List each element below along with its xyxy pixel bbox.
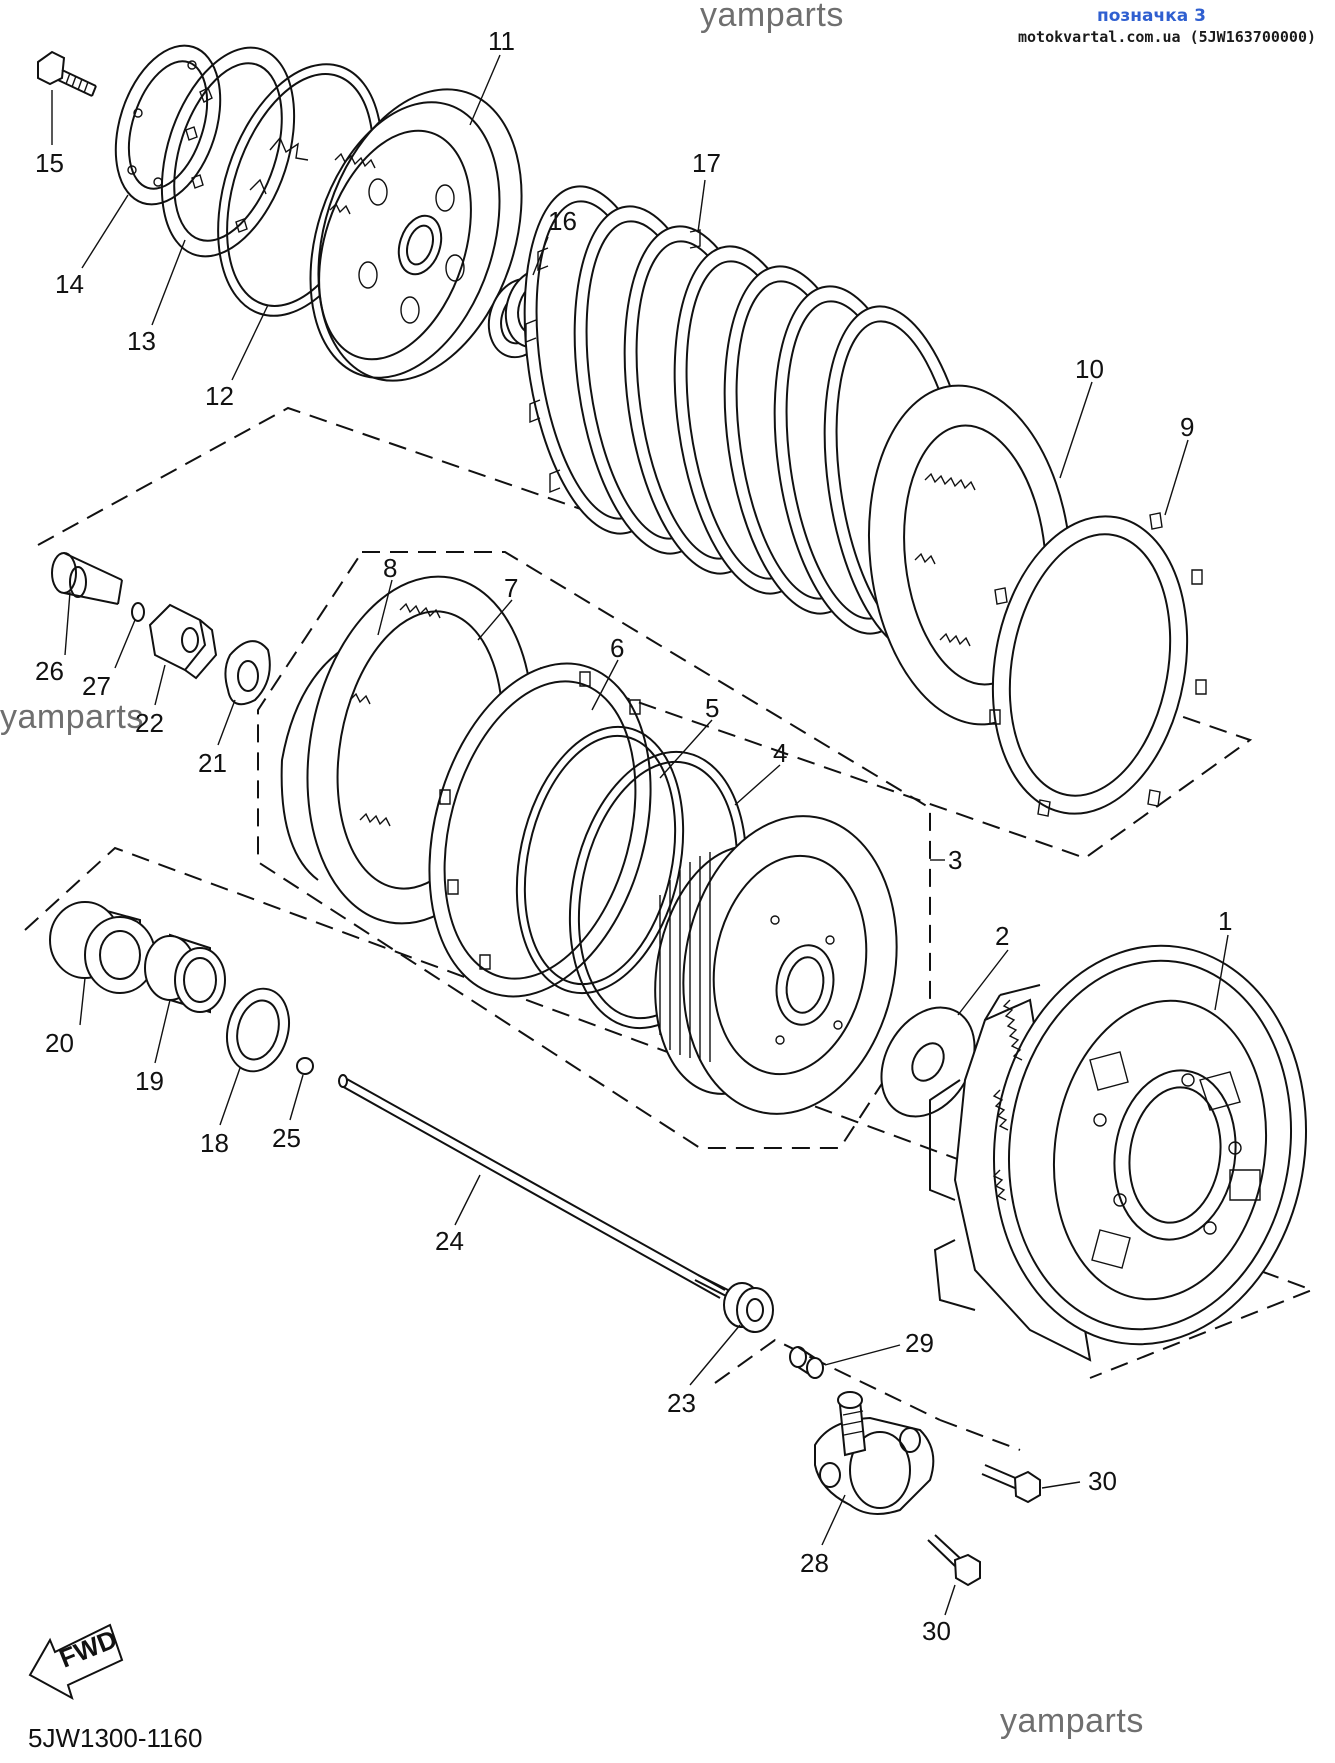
callout-21: 21 — [198, 748, 227, 778]
callout-25: 25 — [272, 1123, 301, 1153]
bolt-part-26 — [51, 552, 123, 605]
release-lever-part-28 — [814, 1391, 935, 1515]
sleeve-part-19 — [144, 933, 226, 1014]
plate-part-13 — [160, 46, 296, 258]
clutch-housing-part-1 — [929, 944, 1307, 1362]
fwd-arrow: FWD — [28, 1624, 124, 1701]
diagram-code: 5JW1300-1160 — [28, 1723, 203, 1753]
bush-part-23 — [723, 1282, 774, 1333]
callout-15: 15 — [35, 148, 64, 178]
callout-5: 5 — [705, 693, 719, 723]
assembly-frame-upper — [37, 406, 1253, 860]
plate-part-14 — [114, 44, 222, 206]
bolt-part-30-lower — [927, 1534, 981, 1587]
callout-30-lower: 30 — [922, 1616, 951, 1646]
nut-part-22 — [148, 603, 218, 680]
header-label[interactable]: позначка 3 — [1097, 6, 1206, 26]
callout-17: 17 — [692, 148, 721, 178]
ring-part-5 — [515, 725, 685, 995]
callout-22: 22 — [135, 708, 164, 738]
callout-24: 24 — [435, 1226, 464, 1256]
callout-19: 19 — [135, 1066, 164, 1096]
callout-6: 6 — [610, 633, 624, 663]
callout-4: 4 — [773, 738, 787, 768]
clutch-boss — [654, 815, 898, 1115]
header-site: motokvartal.com.ua (5JW163700000) — [1018, 28, 1317, 46]
callout-26: 26 — [35, 656, 64, 686]
callout-8: 8 — [383, 553, 397, 583]
callout-27: 27 — [82, 671, 111, 701]
watermark: yamparts — [700, 0, 844, 34]
callout-10: 10 — [1075, 354, 1104, 384]
callout-30-upper: 30 — [1088, 1466, 1117, 1496]
callout-9: 9 — [1180, 412, 1194, 442]
ball-part-25 — [296, 1057, 314, 1075]
leader-lines — [51, 54, 1229, 1616]
bolt-part-15 — [37, 50, 97, 97]
pressure-plate-part-11 — [309, 88, 523, 382]
assembly-frame-hub — [257, 551, 931, 1149]
push-rod-part-24 — [338, 1074, 731, 1299]
pin-part-29 — [789, 1346, 824, 1379]
callout-11: 11 — [488, 26, 515, 56]
callout-14: 14 — [55, 269, 84, 299]
friction-plate-part-9 — [989, 512, 1207, 817]
callout-29: 29 — [905, 1328, 934, 1358]
friction-plate-part-6 — [428, 662, 652, 998]
callout-13: 13 — [127, 326, 156, 356]
callout-16: 16 — [548, 206, 577, 236]
callout-2: 2 — [995, 921, 1009, 951]
callout-28: 28 — [800, 1548, 829, 1578]
callout-23: 23 — [667, 1388, 696, 1418]
lock-washer-part-21 — [224, 640, 271, 706]
watermark: yamparts — [0, 698, 144, 736]
oil-seal-part-18 — [226, 987, 290, 1073]
bush-part-20 — [49, 901, 156, 994]
watermark: yamparts — [1000, 1702, 1144, 1740]
callout-7: 7 — [504, 573, 518, 603]
callout-18: 18 — [200, 1128, 229, 1158]
callout-1: 1 — [1218, 906, 1232, 936]
callout-12: 12 — [205, 381, 234, 411]
callouts: 1 2 3 4 5 6 7 8 9 10 11 12 13 14 15 16 1… — [35, 26, 1232, 1646]
callout-20: 20 — [45, 1028, 74, 1058]
bolt-part-30-upper — [981, 1464, 1041, 1504]
callout-3: 3 — [948, 845, 962, 875]
o-ring-part-27 — [131, 602, 145, 622]
